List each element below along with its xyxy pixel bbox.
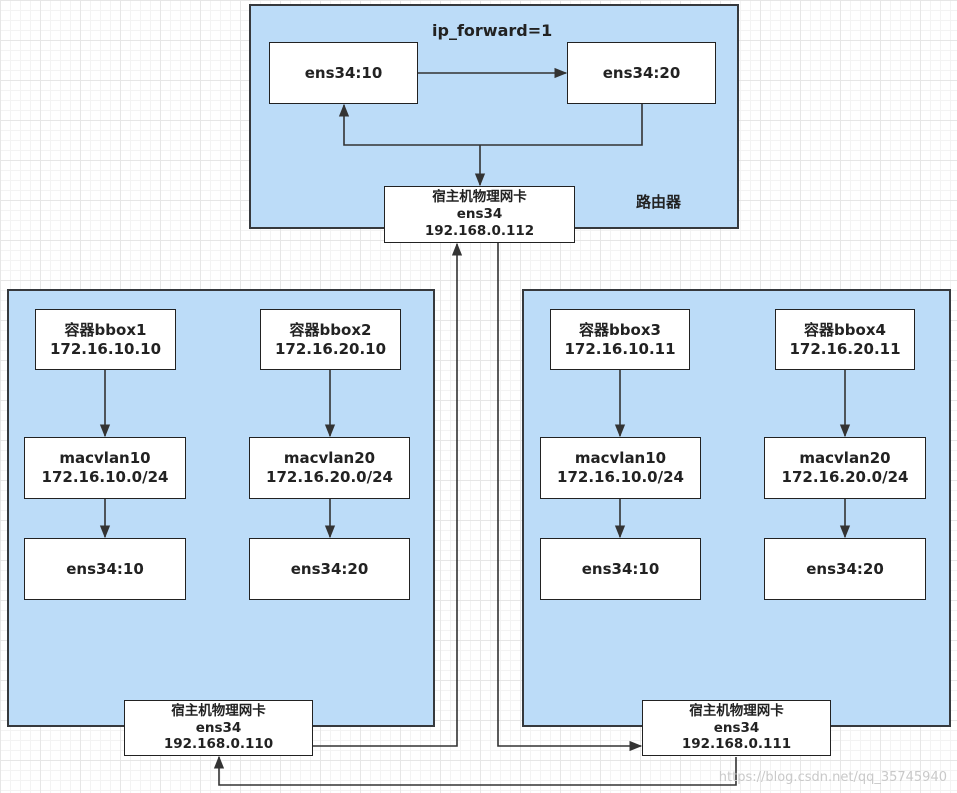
nic-line2: ens34 [713,719,760,736]
macvlan-subnet: 172.16.20.0/24 [266,468,393,486]
container-ip: 172.16.20.11 [789,339,901,358]
router-ens34-20-label: ens34:20 [602,63,681,82]
container-name: 容器bbox2 [289,320,372,339]
container-name: 容器bbox4 [804,320,886,339]
nic-line2: ens34 [195,719,242,736]
macvlan20-left: macvlan20 172.16.20.0/24 [249,437,410,499]
macvlan-subnet: 172.16.20.0/24 [781,468,909,486]
macvlan-subnet: 172.16.10.0/24 [557,468,684,486]
router-ens34-20: ens34:20 [567,42,716,104]
macvlan10-right: macvlan10 172.16.10.0/24 [540,437,701,499]
nic-line1: 宿主机物理网卡 [171,702,266,719]
router-ens34-10-label: ens34:10 [304,63,383,82]
container-bbox2: 容器bbox2 172.16.20.10 [260,309,401,370]
router-label: 路由器 [636,193,682,211]
ens34-20-left: ens34:20 [249,538,410,600]
container-bbox1: 容器bbox1 172.16.10.10 [35,309,176,370]
router-nic-line2: ens34 [456,206,503,223]
nic-line3: 192.168.0.110 [163,736,274,753]
iface-label: ens34:10 [581,559,660,578]
ens34-10-right: ens34:10 [540,538,701,600]
nic-line3: 192.168.0.111 [681,736,792,753]
nic-line1: 宿主机物理网卡 [689,702,784,719]
container-bbox4: 容器bbox4 172.16.20.11 [775,309,915,370]
container-ip: 172.16.20.10 [274,339,387,358]
macvlan-name: macvlan10 [574,449,667,468]
container-ip: 172.16.10.11 [564,339,676,358]
macvlan-name: macvlan20 [799,449,891,468]
macvlan-name: macvlan20 [283,449,376,468]
router-nic-line3: 192.168.0.112 [424,222,535,239]
container-ip: 172.16.10.10 [49,339,162,358]
macvlan10-left: macvlan10 172.16.10.0/24 [24,437,186,499]
edge-right-nic-to-left-nic [213,755,737,786]
container-bbox3: 容器bbox3 172.16.10.11 [550,309,690,370]
container-name: 容器bbox3 [579,320,661,339]
router-nic: 宿主机物理网卡 ens34 192.168.0.112 [384,186,575,243]
router-ens34-10: ens34:10 [269,42,418,104]
iface-label: ens34:20 [290,559,369,578]
watermark: https://blog.csdn.net/qq_35745940 [718,770,947,785]
ens34-20-right: ens34:20 [764,538,926,600]
host-left-nic: 宿主机物理网卡 ens34 192.168.0.110 [124,700,313,756]
macvlan20-right: macvlan20 172.16.20.0/24 [764,437,926,499]
ens34-10-left: ens34:10 [24,538,186,600]
macvlan-name: macvlan10 [59,449,151,468]
router-nic-line1: 宿主机物理网卡 [432,189,527,206]
iface-label: ens34:20 [806,559,884,578]
router-title: ip_forward=1 [432,21,553,40]
host-right-nic: 宿主机物理网卡 ens34 192.168.0.111 [642,700,831,756]
container-name: 容器bbox1 [64,320,147,339]
iface-label: ens34:10 [66,559,144,578]
macvlan-subnet: 172.16.10.0/24 [41,468,169,486]
